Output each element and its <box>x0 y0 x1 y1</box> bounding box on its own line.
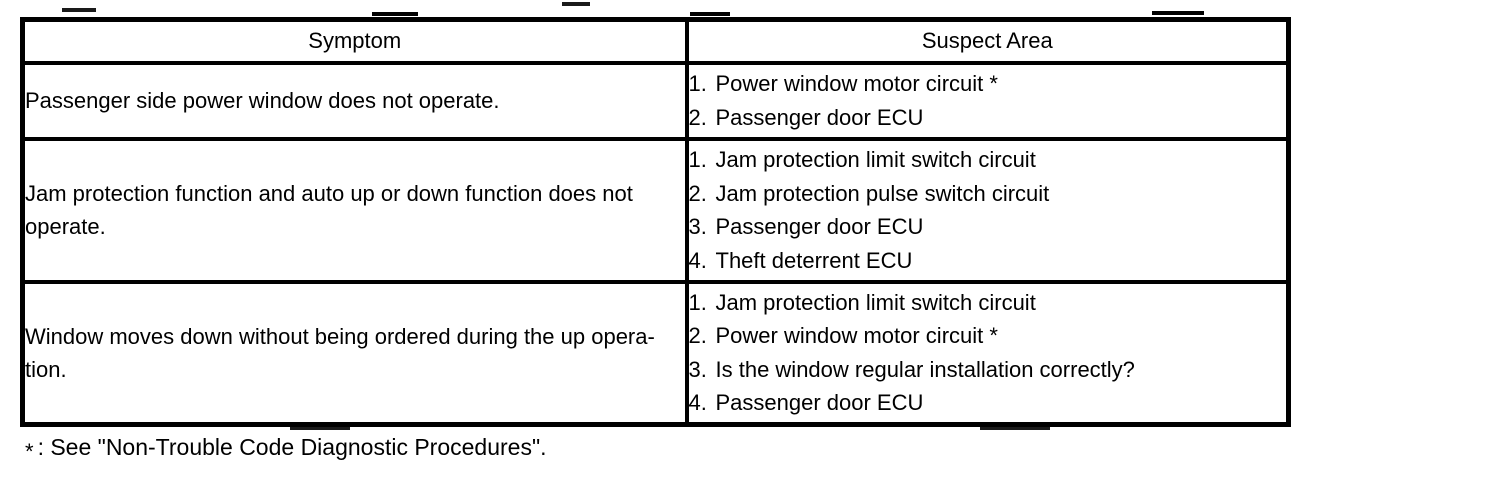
suspect-item-number: 1. <box>688 289 707 315</box>
suspect-item-label: Jam protection limit switch circuit <box>715 147 1036 172</box>
suspect-item-number: 2. <box>688 323 707 349</box>
suspect-area-cell: 1. Jam protection limit switch circuit 2.… <box>684 279 1291 427</box>
symptom-text-line: Passenger side power window does not ope… <box>25 88 500 113</box>
suspect-item-number: 3. <box>688 214 707 239</box>
suspect-item-number: 4. <box>688 390 707 416</box>
diagnostic-table: Symptom Suspect Area Passenger side powe… <box>20 17 1291 427</box>
suspect-item: 4. Theft deterrent ECU <box>689 244 1287 278</box>
suspect-item-label: Is the window regular installation corre… <box>715 356 1135 382</box>
symptom-text-line: tion. <box>25 356 67 382</box>
footnote: *: See "Non-Trouble Code Diagnostic Proc… <box>25 433 547 464</box>
suspect-item-label: Passenger door ECU <box>715 214 924 239</box>
suspect-item: 2. Jam protection pulse switch circuit <box>689 177 1287 211</box>
suspect-item: 2. Power window motor circuit * <box>689 319 1287 353</box>
suspect-item-label: Passenger door ECU <box>715 104 924 130</box>
table-row: Window moves down without being ordered … <box>20 279 1291 427</box>
suspect-item-label: Theft deterrent ECU <box>715 247 913 273</box>
scan-artifact <box>62 8 96 12</box>
suspect-area-cell: 1. Power window motor circuit * 2. Passeng… <box>684 60 1291 141</box>
suspect-item-number: 4. <box>688 247 707 273</box>
suspect-item: 1. Jam protection limit switch circuit <box>689 143 1287 177</box>
suspect-item-label: Power window motor circuit * <box>715 71 998 96</box>
suspect-item-number: 2. <box>688 104 707 130</box>
column-header-symptom: Symptom <box>20 17 689 65</box>
suspect-item-number: 3. <box>688 356 707 382</box>
suspect-item-label: Power window motor circuit * <box>715 323 998 349</box>
scan-artifact <box>372 12 418 16</box>
scan-artifact <box>980 427 1050 430</box>
suspect-item: 1. Jam protection limit switch circuit <box>689 286 1287 320</box>
suspect-item: 1. Power window motor circuit * <box>689 67 1287 101</box>
scan-artifact <box>290 426 350 430</box>
footnote-text: : See "Non-Trouble Code Diagnostic Proce… <box>37 434 547 460</box>
suspect-item-number: 1. <box>688 147 707 172</box>
scan-artifact <box>1152 11 1204 15</box>
table-row: Jam protection function and auto up or d… <box>20 136 1291 284</box>
symptom-text-line: Jam protection function and auto up or d… <box>25 181 633 206</box>
suspect-item: 3. Passenger door ECU <box>689 210 1287 244</box>
suspect-item: 2. Passenger door ECU <box>689 101 1287 135</box>
suspect-item-number: 2. <box>688 180 707 206</box>
symptom-text-line: Window moves down without being ordered … <box>25 323 655 349</box>
scan-artifact <box>690 12 730 16</box>
symptom-cell: Passenger side power window does not ope… <box>20 60 689 141</box>
symptom-cell: Jam protection function and auto up or d… <box>20 136 689 284</box>
suspect-item-label: Passenger door ECU <box>715 390 924 416</box>
suspect-item-number: 1. <box>688 71 707 96</box>
suspect-item-label: Jam protection pulse switch circuit <box>715 180 1050 206</box>
suspect-item-label: Jam protection limit switch circuit <box>715 289 1036 315</box>
table-header-row: Symptom Suspect Area <box>20 17 1291 65</box>
scan-artifact <box>562 2 590 6</box>
suspect-item: 3. Is the window regular installation cor… <box>689 353 1287 387</box>
column-header-suspect-area: Suspect Area <box>684 17 1291 65</box>
table-row: Passenger side power window does not ope… <box>20 60 1291 141</box>
suspect-item: 4. Passenger door ECU <box>689 386 1287 420</box>
symptom-text-line: operate. <box>25 214 106 239</box>
symptom-cell: Window moves down without being ordered … <box>20 279 689 427</box>
suspect-area-cell: 1. Jam protection limit switch circuit 2.… <box>684 136 1291 284</box>
footnote-asterisk: * <box>25 439 34 464</box>
